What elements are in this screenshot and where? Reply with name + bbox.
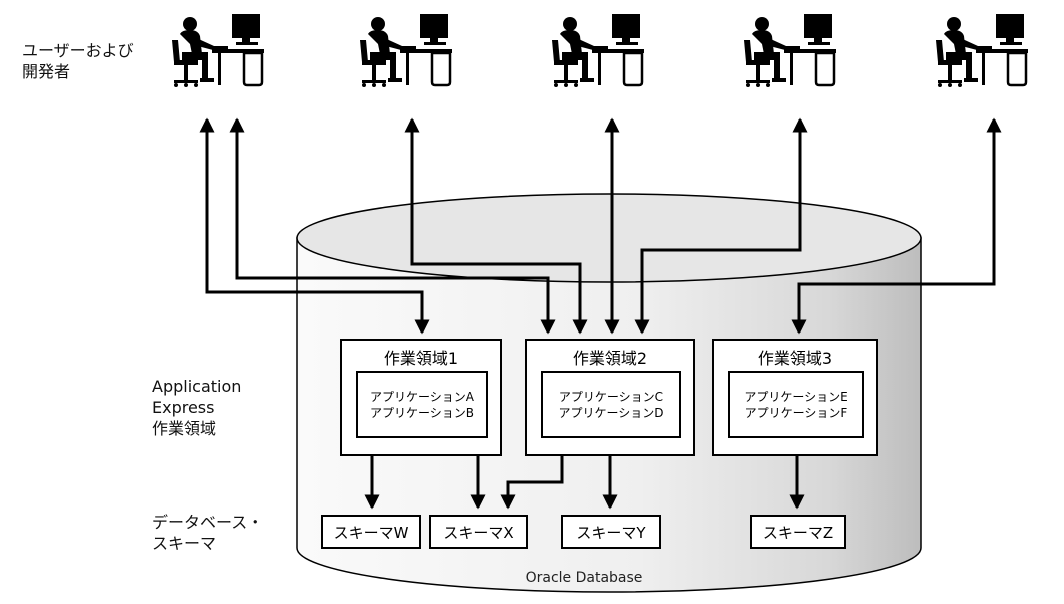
schema-y: スキーマY <box>561 515 661 549</box>
schema-w: スキーマW <box>321 515 421 549</box>
application-label: アプリケーションC <box>558 389 664 404</box>
user-at-desk-icon <box>358 12 454 89</box>
schema-z: スキーマZ <box>750 515 846 549</box>
schemas-label-line-1: データベース・ <box>152 513 264 532</box>
database-schemas-label: データベース・ スキーマ <box>152 512 263 554</box>
user-access-arrows <box>199 117 1002 335</box>
workspace-title: 作業領域2 <box>572 349 648 368</box>
apex-workspaces-label: Application Express 作業領域 <box>152 376 241 439</box>
workspaces-label-line-1: Application <box>152 377 242 396</box>
users-label-line-2: 開発者 <box>22 62 71 81</box>
schemas-label-line-2: スキーマ <box>152 534 217 553</box>
users-developers-label: ユーザーおよび 開発者 <box>22 40 134 82</box>
applications-box: アプリケーションC アプリケーションD <box>541 371 681 438</box>
schema-mapping-arrows <box>364 456 805 510</box>
application-label: アプリケーションB <box>370 405 474 420</box>
users-label-line-1: ユーザーおよび <box>22 41 134 60</box>
workspace-title: 作業領域3 <box>757 349 833 368</box>
applications-box: アプリケーションE アプリケーションF <box>728 371 864 438</box>
user-at-desk-icon <box>934 12 1030 89</box>
database-label: Oracle Database <box>525 570 643 586</box>
user-at-desk-icon <box>742 12 838 89</box>
workspaces-label-line-2: Express <box>152 398 215 417</box>
application-label: アプリケーションE <box>744 389 848 404</box>
user-at-desk-icon <box>170 12 266 89</box>
applications-box: アプリケーションA アプリケーションB <box>356 371 488 438</box>
application-label: アプリケーションA <box>370 389 474 404</box>
workspace-2: 作業領域2 アプリケーションC アプリケーションD <box>525 339 695 456</box>
workspaces-label-line-3: 作業領域 <box>152 419 217 438</box>
workspace-1: 作業領域1 アプリケーションA アプリケーションB <box>340 339 502 456</box>
application-label: アプリケーションF <box>744 405 848 420</box>
schema-x: スキーマX <box>429 515 528 549</box>
user-at-desk-icon <box>550 12 646 89</box>
application-label: アプリケーションD <box>558 405 664 420</box>
workspace-title: 作業領域1 <box>383 349 459 368</box>
workspace-3: 作業領域3 アプリケーションE アプリケーションF <box>712 339 878 456</box>
